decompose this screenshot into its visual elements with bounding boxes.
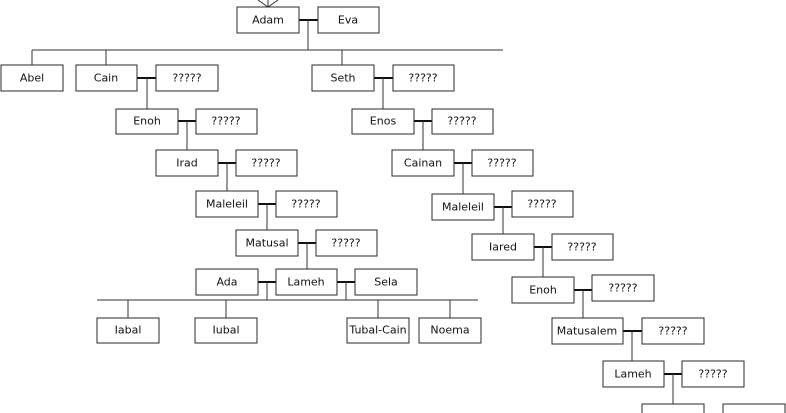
person-label: Lameh xyxy=(614,368,651,381)
person-iared-wife: ????? xyxy=(551,233,614,261)
person-label: ????? xyxy=(172,72,201,85)
person-label: Sela xyxy=(374,276,398,289)
person-maleleil-seth: Maleleil xyxy=(431,193,495,221)
person-label: ????? xyxy=(447,115,476,128)
person-adam: Adam xyxy=(236,6,300,34)
person-lameh-seth-wife: ????? xyxy=(681,360,745,388)
person-lameh-cain: Lameh xyxy=(275,268,338,296)
person-maleleil-seth-wife: ????? xyxy=(511,190,574,218)
person-label: Seth xyxy=(330,72,355,85)
person-maleleil-cain-wife: ????? xyxy=(275,190,338,218)
person-cainan: Cainan xyxy=(391,149,455,177)
person-sela: Sela xyxy=(354,268,418,296)
person-matusalem: Matusalem xyxy=(551,317,624,345)
person-label: Cain xyxy=(94,72,118,85)
person-cainan-wife: ????? xyxy=(471,149,534,177)
person-label: Enoh xyxy=(133,115,161,128)
person-label: Matusal xyxy=(245,237,288,250)
person-tubal-cain: Tubal-Cain xyxy=(346,317,410,344)
connector-lines xyxy=(31,0,682,404)
person-label: ????? xyxy=(291,198,320,211)
person-maleleil-cain: Maleleil xyxy=(195,190,259,218)
person-enoh-cain-wife: ????? xyxy=(195,108,258,135)
person-label: Iared xyxy=(489,241,517,254)
person-irad: Irad xyxy=(155,149,219,177)
person-iabal: Iabal xyxy=(96,317,160,344)
person-label: Irad xyxy=(176,157,198,170)
person-label: ????? xyxy=(527,198,556,211)
person-abel: Abel xyxy=(0,64,64,92)
person-box-cutoff xyxy=(641,403,705,413)
person-cain-wife: ????? xyxy=(155,64,219,92)
person-box-cutoff xyxy=(722,403,786,413)
person-matusal: Matusal xyxy=(235,229,299,257)
person-enoh-seth: Enoh xyxy=(511,276,575,304)
person-enos: Enos xyxy=(351,108,415,135)
person-label: Abel xyxy=(20,72,44,85)
person-label: ????? xyxy=(408,72,437,85)
person-label: ????? xyxy=(608,282,637,295)
person-eva: Eva xyxy=(317,6,380,34)
person-label: ????? xyxy=(211,115,240,128)
person-label: Enos xyxy=(370,115,397,128)
person-label: Ada xyxy=(216,276,237,289)
person-enos-wife: ????? xyxy=(431,108,494,135)
person-iubal: Iubal xyxy=(194,317,258,344)
person-label: Cainan xyxy=(404,157,442,170)
person-enoh-cain: Enoh xyxy=(115,108,179,135)
person-label: Tubal-Cain xyxy=(348,324,406,337)
person-label: Maleleil xyxy=(206,198,248,211)
person-seth: Seth xyxy=(311,64,375,92)
person-label: Noema xyxy=(430,324,469,337)
person-label: Iabal xyxy=(115,324,142,337)
person-label: ????? xyxy=(251,157,280,170)
person-label: Maleleil xyxy=(442,201,484,214)
person-label: ????? xyxy=(698,368,727,381)
person-iared: Iared xyxy=(471,233,535,261)
person-label: ????? xyxy=(487,157,516,170)
person-matusal-wife: ????? xyxy=(315,229,378,257)
person-label: ????? xyxy=(567,241,596,254)
person-label: Eva xyxy=(338,14,358,27)
person-enoh-seth-wife: ????? xyxy=(591,274,655,302)
person-label: Lameh xyxy=(287,276,324,289)
person-matusalem-wife: ????? xyxy=(641,317,705,345)
person-label: Iubal xyxy=(213,324,240,337)
person-label: Adam xyxy=(252,14,284,27)
person-cain: Cain xyxy=(75,64,138,92)
person-irad-wife: ????? xyxy=(235,149,298,177)
person-seth-wife: ????? xyxy=(392,64,455,92)
person-lameh-seth: Lameh xyxy=(602,360,665,388)
person-label: Matusalem xyxy=(557,325,618,338)
person-label: ????? xyxy=(331,237,360,250)
person-noema: Noema xyxy=(418,317,482,344)
person-label: ????? xyxy=(658,325,687,338)
person-ada: Ada xyxy=(195,268,259,296)
person-label: Enoh xyxy=(529,284,557,297)
